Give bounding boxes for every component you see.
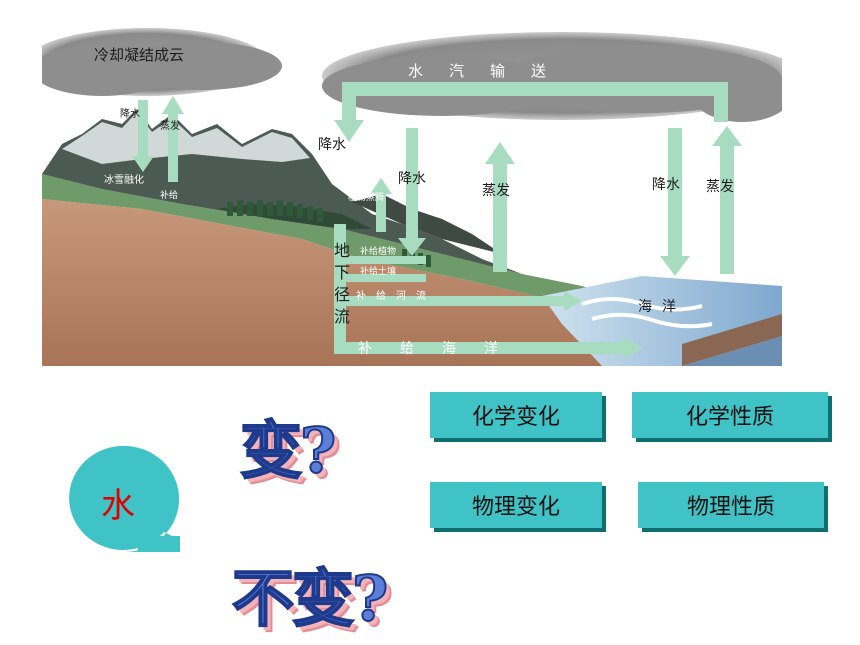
- label-groundwater-runoff: 地下径流: [334, 241, 351, 326]
- box-physical-change: 物理变化: [430, 482, 602, 528]
- label-supply-ocean: 补给海洋: [358, 341, 526, 357]
- soil-layer: [42, 174, 602, 366]
- label-cloud-condense: 冷却凝结成云: [94, 46, 185, 64]
- cycle-arrows: [132, 96, 742, 360]
- label-supply-small: 补给: [160, 191, 179, 201]
- label-precip-sea: 降水: [652, 177, 680, 193]
- change-question-wordart: 变?: [239, 413, 337, 488]
- box-chemical-property: 化学性质: [632, 392, 828, 438]
- label-supply-plants: 补给植物: [360, 247, 397, 257]
- label-evap-mid: 蒸发: [482, 183, 510, 199]
- label-ocean: 海洋: [638, 299, 686, 315]
- label-transpiration: 植物蒸腾: [348, 193, 385, 203]
- vapor-transport-arrow: [334, 82, 728, 142]
- label-precip-arrow: 降水: [318, 137, 346, 153]
- water-label: 水: [101, 486, 135, 526]
- label-precip-mid: 降水: [398, 171, 426, 187]
- label-supply-soil: 补给土壤: [360, 267, 397, 277]
- label-supply-river: 补给河流: [356, 291, 436, 302]
- label-snow-melt: 冰雪融化: [104, 175, 144, 186]
- nochange-question-wordart: 不变?: [231, 561, 389, 636]
- water-cycle-illustration: [42, 24, 782, 366]
- box-chemical-change: 化学变化: [430, 392, 602, 438]
- label-precip-mountain: 降水: [120, 109, 140, 120]
- water-cycle-diagram: 冷却凝结成云 水汽输送 降水 蒸发 冰雪融化 补给 降水 降水 植物蒸腾 蒸发 …: [42, 24, 782, 366]
- cloud-left: [42, 28, 282, 96]
- label-vapor-transport: 水汽输送: [408, 62, 573, 80]
- label-evap-mountain: 蒸发: [160, 121, 180, 132]
- label-evap-sea: 蒸发: [706, 179, 734, 195]
- water-speech-bubble: [69, 445, 180, 552]
- box-physical-property: 物理性质: [638, 482, 824, 528]
